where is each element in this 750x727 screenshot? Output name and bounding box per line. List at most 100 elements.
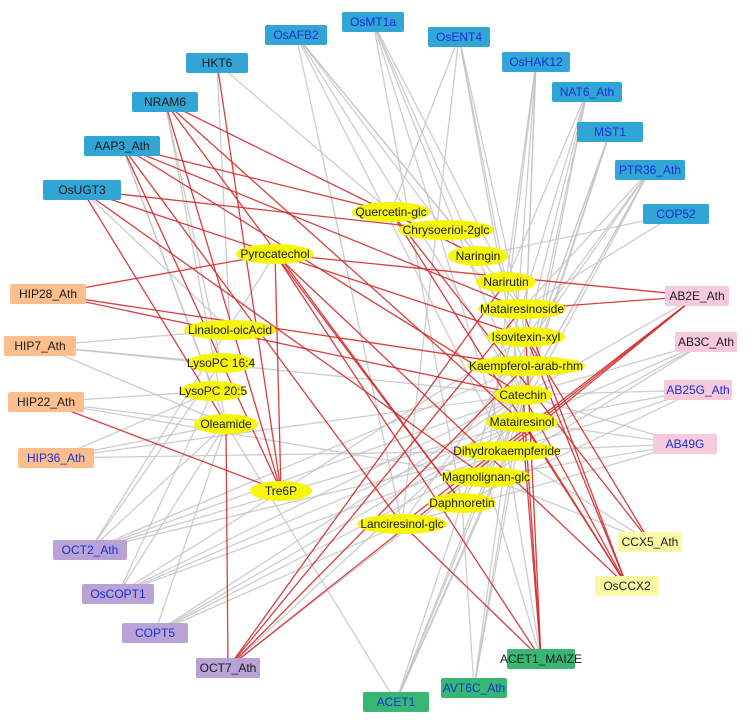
gene-box (8, 392, 84, 412)
node-ab2e-ath[interactable]: AB2E_Ath (665, 286, 729, 306)
edge-hip36-ath-dihydrokaempferide (55, 450, 508, 459)
edge-ab2e-ath-catechin (522, 295, 698, 396)
node-oscopt1[interactable]: OsCOPT1 (82, 584, 154, 604)
node-ab25g-ath[interactable]: AB25G_Ath (664, 380, 732, 400)
node-tre6p[interactable]: Tre6P (250, 481, 312, 501)
gene-box (675, 332, 737, 352)
node-oleamide[interactable]: Oleamide (194, 414, 258, 434)
edge-osafb2-lanciresinol-glc (295, 34, 403, 525)
node-quercetin-glc[interactable]: Quercetin-glc (352, 202, 430, 222)
node-lanciresinol-glc[interactable]: Lanciresinol-glc (357, 514, 447, 534)
node-hip28-ath[interactable]: HIP28_Ath (10, 284, 86, 304)
node-dihydrokaempferide[interactable]: Dihydrokaempferide (453, 441, 561, 461)
node-hip22-ath[interactable]: HIP22_Ath (8, 392, 84, 412)
node-naringin[interactable]: Naringin (448, 246, 508, 266)
edge-oct7-ath-oleamide (225, 423, 229, 669)
edge-nram6-lysopc-16-4 (164, 101, 222, 364)
node-lysopc-16-4[interactable]: LysoPC 16:4 (187, 353, 256, 373)
edge-aap3-ath-quercetin-glc (121, 145, 392, 213)
node-matairesinoside[interactable]: Matairesinoside (478, 299, 566, 319)
node-label: AB3C_Ath (678, 335, 734, 349)
node-oshak12[interactable]: OsHAK12 (502, 52, 570, 72)
node-nat6-ath[interactable]: NAT6_Ath (552, 82, 622, 102)
node-pyrocatechol[interactable]: Pyrocatechol (236, 244, 314, 264)
gene-box (653, 434, 717, 454)
node-label: COP52 (656, 207, 696, 221)
edge-oscopt1-catechin (117, 394, 524, 595)
edge-nat6-ath-narirutin (505, 91, 588, 283)
node-label: AB2E_Ath (669, 289, 724, 303)
metabolite-ellipse (448, 246, 508, 266)
node-aap3-ath[interactable]: AAP3_Ath (84, 136, 160, 156)
node-acet1[interactable]: ACET1 (363, 692, 429, 712)
metabolite-ellipse (428, 493, 496, 513)
metabolite-ellipse (184, 320, 276, 340)
gene-box (615, 160, 685, 180)
node-osugt3[interactable]: OsUGT3 (43, 180, 121, 200)
node-label: HIP28_Ath (19, 287, 77, 301)
node-osmt1a[interactable]: OsMT1a (342, 12, 404, 32)
node-magnolignan-glc[interactable]: Magnolignan-glc (441, 467, 531, 487)
node-ptr36-ath[interactable]: PTR36_Ath (615, 160, 685, 180)
node-chrysoeriol-2glc[interactable]: Chrysoeriol-2glc (398, 220, 494, 240)
node-hip36-ath[interactable]: HIP36_Ath (18, 448, 94, 468)
node-lysopc-20-5[interactable]: LysoPC 20:5 (179, 381, 248, 401)
node-acet1-maize[interactable]: ACET1_MAIZE (500, 649, 582, 669)
edge-acet1-maize-dihydrokaempferide (506, 450, 542, 660)
gene-box (577, 122, 643, 142)
gene-box (507, 649, 575, 669)
edge-ab3c-ath-dihydrokaempferide (506, 341, 707, 452)
node-label: AB49G (666, 437, 705, 451)
edge-ab2e-ath-lanciresinol-glc (401, 295, 698, 525)
node-label: OsMT1a (350, 15, 396, 29)
node-matairesinol[interactable]: Matairesinol (486, 412, 558, 432)
node-hip7-ath[interactable]: HIP7_Ath (4, 336, 76, 356)
node-osafb2[interactable]: OsAFB2 (265, 25, 327, 45)
node-daphnoretin[interactable]: Daphnoretin (428, 493, 496, 513)
node-avt6c-ath[interactable]: AVT6C_Ath (441, 678, 507, 698)
edge-osugt3-chrysoeriol-2glc (81, 189, 447, 231)
node-ab3c-ath[interactable]: AB3C_Ath (675, 332, 737, 352)
gene-box (618, 532, 682, 552)
edge-oct2-ath-kaempferol-arab-rhm (89, 365, 527, 551)
node-label: Oleamide (200, 417, 252, 431)
edge-oct2-ath-pyrocatechol (89, 253, 276, 551)
node-isovitexin-xyl[interactable]: Isovitexin-xyl (487, 327, 565, 347)
edge-osent4-lanciresinol-glc (401, 36, 460, 525)
node-mst1[interactable]: MST1 (577, 122, 643, 142)
node-oct2-ath[interactable]: OCT2_Ath (53, 540, 127, 560)
node-hkt6[interactable]: HKT6 (186, 53, 248, 73)
node-catechin[interactable]: Catechin (494, 385, 552, 405)
node-nram6[interactable]: NRAM6 (132, 92, 198, 112)
edge-pyrocatechol-daphnoretin (274, 253, 463, 504)
edge-nram6-oleamide (164, 101, 227, 425)
node-oct7-ath[interactable]: OCT7_Ath (196, 658, 260, 678)
node-copt5[interactable]: COPT5 (122, 623, 188, 643)
node-label: OsCCX2 (603, 579, 651, 593)
metabolite-ellipse (194, 414, 258, 434)
edge-hip36-ath-lysopc-20-5 (55, 390, 214, 459)
node-ccx5-ath[interactable]: CCX5_Ath (618, 532, 682, 552)
gene-box (428, 27, 490, 47)
node-osent4[interactable]: OsENT4 (428, 27, 490, 47)
edge-oct2-ath-oleamide (89, 423, 227, 551)
edge-aap3-ath-matairesinoside (121, 145, 523, 310)
edge-ptr36-ath-matairesinoside (521, 169, 651, 310)
node-kaempferol-arab-rhm[interactable]: Kaempferol-arab-rhm (467, 356, 585, 376)
node-cop52[interactable]: COP52 (643, 204, 709, 224)
gene-box (53, 540, 127, 560)
node-osccx2[interactable]: OsCCX2 (595, 576, 659, 596)
gene-box (595, 576, 659, 596)
edge-ccx5-ath-magnolignan-glc (485, 476, 651, 543)
edge-oscopt1-isovitexin-xyl (117, 336, 527, 595)
node-label: Lanciresinol-glc (360, 517, 443, 531)
node-label: Naringin (456, 249, 501, 263)
edge-osugt3-isovitexin-xyl (81, 189, 527, 338)
edge-acet1-daphnoretin (395, 502, 463, 703)
node-ab49g[interactable]: AB49G (653, 434, 717, 454)
edge-osccx2-pyrocatechol (274, 253, 628, 587)
gene-box (265, 25, 327, 45)
node-linalool-oicacid[interactable]: Linalool-oicAcid (184, 320, 276, 340)
node-narirutin[interactable]: Narirutin (476, 272, 536, 292)
